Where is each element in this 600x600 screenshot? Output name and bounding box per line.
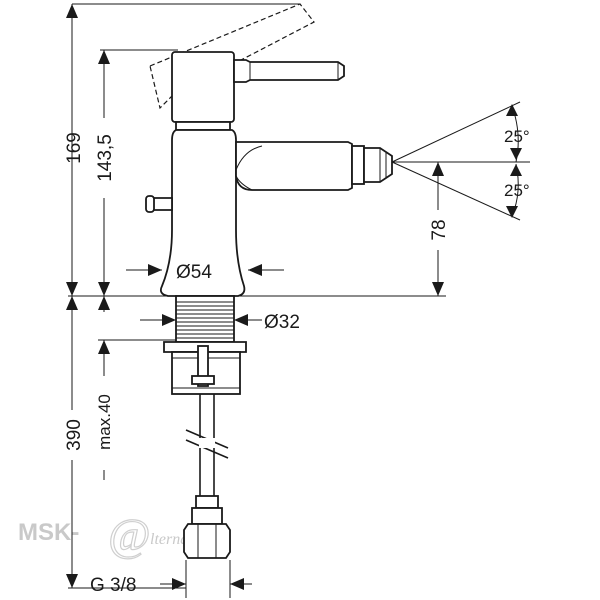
ext-angle-up-ray [391,101,521,163]
dim-54-label: Ø54 [176,262,212,283]
angle-down-label: 25° [504,181,530,200]
dim-143-arrow-top [98,50,110,64]
cartridge-cap [171,51,235,123]
dim-g38-label: G 3/8 [90,575,136,596]
dim-169-arrow-bottom [66,282,78,296]
dim-390-label-bg [60,410,84,460]
dimension-g38: G 3/8 [90,575,252,596]
dim-max40-label-bg [92,376,116,470]
dim-g38-arrow-left [172,578,186,590]
dim-78-arrow-bottom [432,282,444,296]
dim-g38-arrow-right [230,578,244,590]
angle-down-arrow-top [510,164,522,176]
dimension-diameter-32: Ø32 [140,312,300,333]
spout-curve [235,145,263,171]
cap-neck [175,121,231,131]
dimension-angles: 25° 25° [504,104,530,218]
dim-32-arrow-right [234,314,248,326]
dim-390-arrow-top [66,296,78,310]
angle-up-label: 25° [504,127,530,146]
spout-base-curve [235,175,253,191]
dim-32-label: Ø32 [264,312,300,333]
faucet-body [145,3,393,559]
dim-143-arrow-bottom [98,282,110,296]
dim-143-label: 143,5 [95,134,116,182]
dim-78-arrow-top [432,162,444,176]
dim-54-arrow-right [248,264,262,276]
fixing-bolt [197,345,209,387]
threaded-shank [175,295,235,343]
hose-break-bottom [185,439,229,459]
hose-nut-hex [183,523,231,559]
hose-break-gap [199,438,215,448]
hose-ferrule [195,495,219,509]
fixing-bolt-head [191,375,215,385]
hose-union-nut [191,507,223,525]
angle-up-arrow-top [506,104,518,116]
dim-54-arrow-left [148,264,162,276]
dimension-390: 390 [60,296,85,588]
dim-max40-arrow-bottom [98,340,110,354]
lever-open-outline [149,3,315,110]
extension-lines [68,3,530,598]
dim-390-arrow-bottom [66,574,78,588]
dimension-diameter-54: Ø54 [126,262,284,283]
dim-169-arrow-top [66,4,78,18]
dim-143-label-bg [92,118,116,198]
dim-78-label-bg [426,210,450,250]
lever-handle [233,59,345,83]
watermark-brand: MSK- [18,519,79,546]
nozzle [363,147,393,183]
dimension-143-5: 143,5 [92,50,116,296]
spout-ring [351,145,365,185]
dim-169-label: 169 [64,132,85,164]
angle-up-arrow-bottom [510,148,522,160]
dim-390-label: 390 [64,419,85,451]
dimension-78: 78 [426,162,450,296]
angle-down-arrow-bottom [506,206,518,218]
ext-angle-down-ray [391,161,521,221]
dim-max40-label: max.40 [95,394,114,450]
popup-rod-knob [145,195,155,213]
dimension-169: 169 [64,4,85,296]
shank-threads [176,301,234,339]
dim-32-arrow-left [162,314,176,326]
watermark-at-logo: @ [108,509,150,560]
dim-max40-arrow-top [98,296,110,310]
dimension-max-40: max.40 [92,296,116,480]
dim-78-label: 78 [429,219,450,240]
